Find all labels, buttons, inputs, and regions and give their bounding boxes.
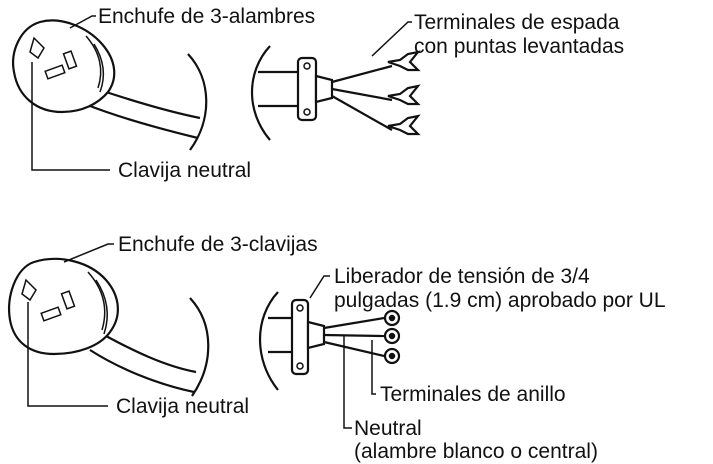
- top-cord-break-right: [251, 45, 271, 141]
- strain-relief-label-line2: pulgadas (1.9 cm) aprobado por UL: [334, 289, 666, 312]
- top-cord-end: [258, 56, 393, 131]
- ring-terminal: [383, 327, 401, 345]
- top-plug-3-wire: [12, 19, 201, 140]
- top-neutral-label: Clavija neutral: [118, 159, 251, 182]
- top-terminal-label-line2: con puntas levantadas: [414, 35, 624, 58]
- spade-terminal: [387, 50, 421, 72]
- bottom-neutral-wire-leader: [343, 336, 352, 429]
- bottom-plug-leader: [63, 243, 114, 263]
- top-cord-diagram: Enchufe de 3-alambres Terminales de espa…: [12, 5, 624, 182]
- bottom-plug-3-prong: [8, 257, 197, 394]
- neutral-wire-label-line1: Neutral: [354, 417, 422, 440]
- bottom-cord-break-left: [189, 297, 210, 397]
- spade-terminal: [387, 84, 421, 106]
- bottom-cord-break-right: [259, 291, 279, 391]
- top-plug-label: Enchufe de 3-alambres: [98, 5, 315, 28]
- bottom-strain-relief-leader: [309, 275, 330, 299]
- top-neutral-leader: [31, 62, 110, 171]
- neutral-wire-label-line2: (alambre blanco o central): [354, 440, 598, 463]
- bottom-neutral-label: Clavija neutral: [116, 395, 249, 418]
- bottom-plug-label: Enchufe de 3-clavijas: [118, 233, 318, 256]
- top-terminal-leader: [371, 21, 412, 57]
- ring-terminal: [383, 347, 401, 365]
- bottom-neutral-leader: [27, 302, 108, 407]
- ring-terminal: [383, 309, 401, 327]
- strain-relief-label-line1: Liberador de tensión de 3/4: [334, 265, 590, 288]
- bottom-ring-leader: [371, 340, 376, 395]
- top-cord-break-left: [187, 53, 208, 151]
- bottom-cord-diagram: Enchufe de 3-clavijas Liberador de tensi…: [8, 233, 666, 463]
- top-plug-leader: [69, 15, 96, 29]
- bottom-cord-end: [268, 298, 385, 376]
- ring-terminal-label: Terminales de anillo: [380, 383, 566, 406]
- top-terminal-label-line1: Terminales de espada: [414, 11, 620, 34]
- spade-terminal: [387, 114, 421, 136]
